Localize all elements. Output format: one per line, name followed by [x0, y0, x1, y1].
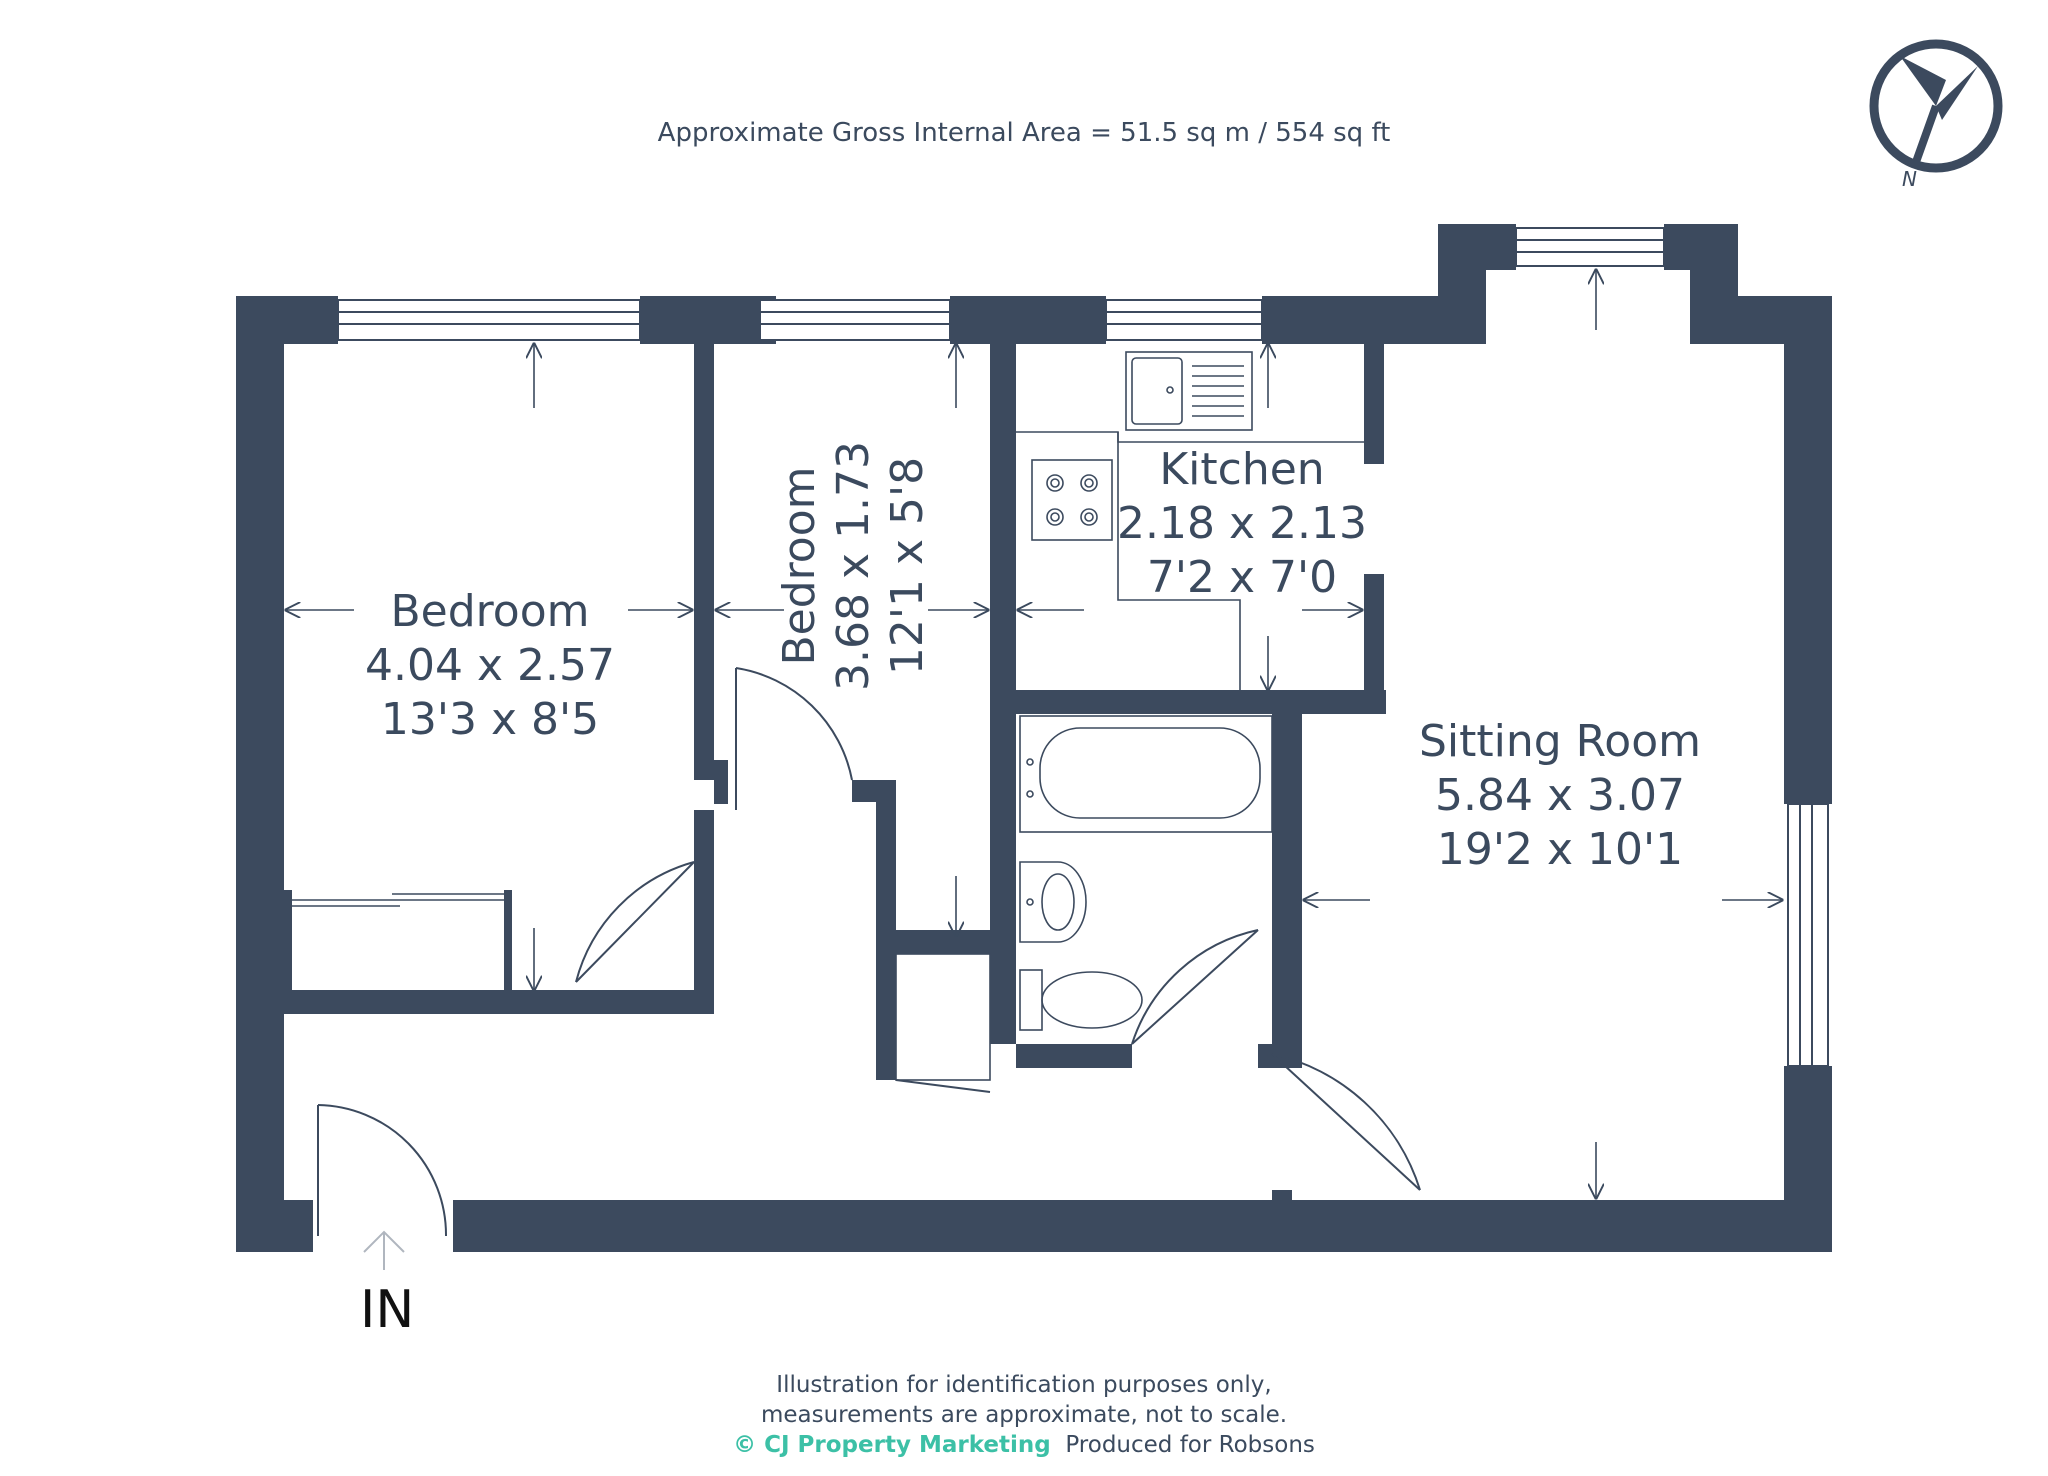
- room-imperial: 7'2 x 7'0: [1147, 552, 1337, 603]
- bath-icon: [1019, 715, 1273, 833]
- room-imperial: 19'2 x 10'1: [1437, 824, 1683, 875]
- room-name: Bedroom: [390, 586, 589, 637]
- entrance-label: IN: [360, 1280, 415, 1340]
- entrance-arrow-icon: [363, 1230, 405, 1270]
- room-bedroom-2-label: Bedroom 3.68 x 1.73 12'1 x 5'8: [774, 441, 933, 691]
- hob-icon: [1031, 459, 1113, 541]
- compass-north-label: N: [1902, 167, 1917, 191]
- room-kitchen-label: Kitchen 2.18 x 2.13 7'2 x 7'0: [1117, 444, 1367, 603]
- room-name: Sitting Room: [1419, 716, 1701, 767]
- toilet-icon: [1019, 969, 1043, 1031]
- room-imperial: 12'1 x 5'8: [882, 457, 933, 675]
- room-metric: 4.04 x 2.57: [365, 640, 615, 691]
- produced-for-text: Produced for Robsons: [1065, 1432, 1315, 1458]
- room-sitting-room-label: Sitting Room 5.84 x 3.07 19'2 x 10'1: [1419, 716, 1701, 875]
- compass-icon: N: [1869, 39, 2003, 191]
- doors: [311, 667, 1421, 1252]
- gross-area-caption: Approximate Gross Internal Area = 51.5 s…: [657, 118, 1391, 148]
- room-name: Kitchen: [1159, 444, 1324, 495]
- disclaimer-line-2: measurements are approximate, not to sca…: [760, 1402, 1288, 1428]
- fixtures: [292, 351, 1364, 1081]
- room-name: Bedroom: [774, 466, 825, 665]
- sink-icon: [1125, 351, 1253, 431]
- room-metric: 5.84 x 3.07: [1435, 770, 1685, 821]
- dimension-arrows: [286, 270, 1782, 1198]
- room-imperial: 13'3 x 8'5: [381, 694, 599, 745]
- disclaimer-line-1: Illustration for identification purposes…: [776, 1372, 1272, 1398]
- room-bedroom-1-label: Bedroom 4.04 x 2.57 13'3 x 8'5: [365, 586, 615, 745]
- room-metric: 2.18 x 2.13: [1117, 498, 1367, 549]
- copyright-text: © CJ Property Marketing: [733, 1432, 1051, 1458]
- walls: [236, 224, 1832, 1252]
- room-metric: 3.68 x 1.73: [828, 441, 879, 691]
- windows: [337, 227, 1829, 1067]
- washbasin-icon: [1019, 861, 1087, 943]
- credits-line: © CJ Property Marketing Produced for Rob…: [0, 1430, 2048, 1460]
